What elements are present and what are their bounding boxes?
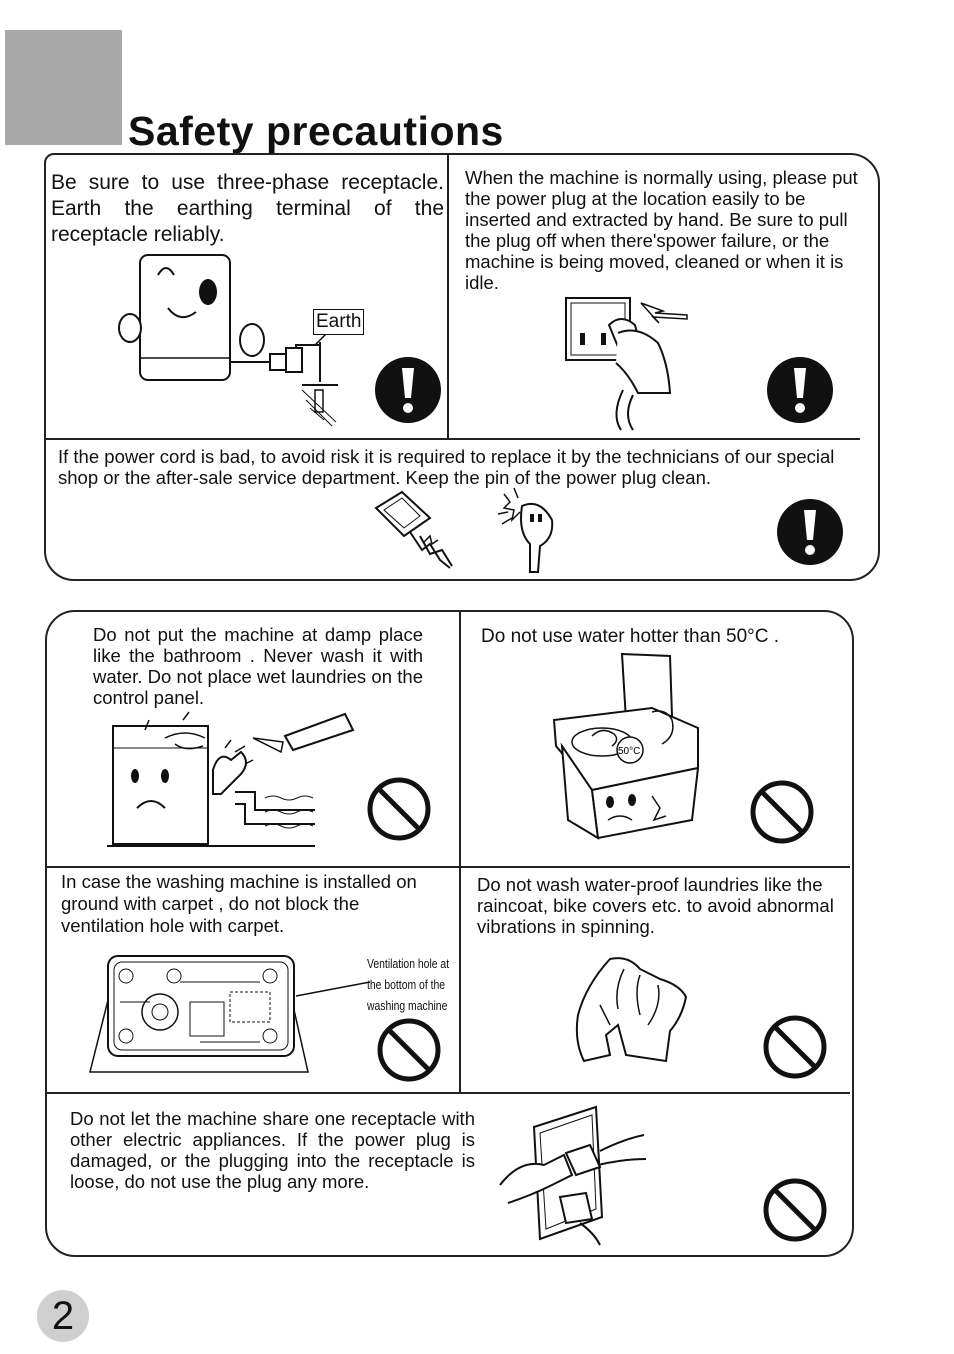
plug-instruction: When the machine is normally using, plea…	[465, 167, 858, 293]
prohibited-icon	[377, 1018, 441, 1082]
panel1-divider-h	[46, 438, 860, 440]
hot-water-instruction: Do not use water hotter than 50°C .	[481, 626, 779, 647]
ventilation-label-line: washing machine	[367, 998, 448, 1013]
carpet-instruction: In case the washing machine is installed…	[61, 871, 417, 936]
ventilation-label: Ventilation hole at the bottom of the wa…	[367, 953, 449, 1016]
damaged-plug-illustration	[374, 487, 554, 573]
cord-instruction: If the power cord is bad, to avoid risk …	[58, 446, 835, 488]
waterproof-instruction: Do not wash water-proof laundries like t…	[477, 874, 834, 937]
hot-water-machine-illustration: 50°C	[552, 652, 700, 840]
shared-receptacle-instruction: Do not let the machine share one recepta…	[70, 1108, 475, 1192]
ventilation-label-line: the bottom of the	[367, 977, 446, 992]
mandatory-icon	[777, 499, 843, 565]
machine-bottom-illustration	[89, 955, 371, 1073]
panel2-divider-h1	[47, 866, 850, 868]
page-title: Safety precautions	[128, 108, 504, 154]
prohibited-panel	[45, 610, 854, 1257]
panel2-divider-h2	[47, 1092, 850, 1094]
earth-instruction: Be sure to use three-phase receptacle. E…	[51, 171, 444, 246]
prohibited-icon	[763, 1015, 827, 1079]
earthed-machine-illustration	[118, 254, 343, 427]
prohibited-icon	[750, 780, 814, 844]
header-gray-block	[5, 30, 122, 145]
mandatory-icon	[375, 357, 441, 423]
prohibited-icon	[763, 1178, 827, 1242]
panel2-divider-v	[459, 612, 461, 1092]
prohibited-icon	[367, 777, 431, 841]
earth-label: Earth	[313, 309, 365, 335]
raincoat-illustration	[575, 957, 688, 1063]
panel1-divider-v	[447, 155, 449, 440]
damp-instruction: Do not put the machine at damp place lik…	[93, 624, 423, 708]
mandatory-panel	[44, 153, 880, 581]
mandatory-icon	[767, 357, 833, 423]
wet-machine-illustration	[107, 711, 355, 847]
temp-label: 50°C	[618, 746, 640, 757]
ventilation-label-line: Ventilation hole at	[367, 956, 450, 971]
unplug-illustration	[565, 297, 688, 431]
hot-water-text: Do not use water hotter than 50°C .	[481, 626, 780, 647]
page-number: 2	[37, 1290, 89, 1342]
multiple-plugs-illustration	[499, 1105, 647, 1246]
